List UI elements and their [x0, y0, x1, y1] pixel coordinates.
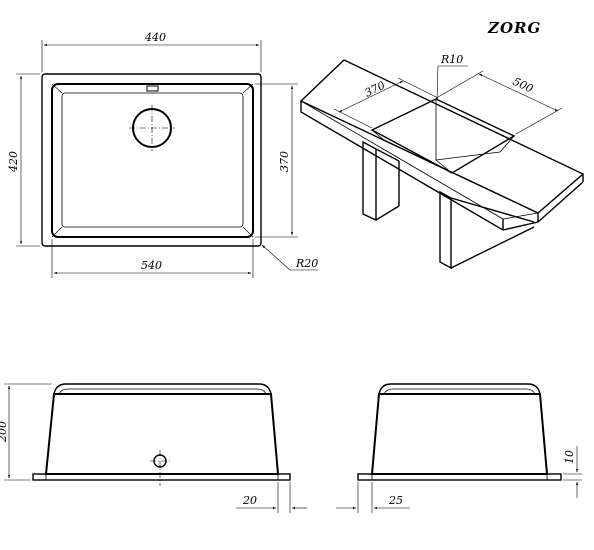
dim-front-height-200: 200 [0, 421, 9, 443]
overflow-slot [146, 85, 159, 92]
dim-side-flange-25: 25 [388, 494, 403, 507]
dim-iso-corner-radius-r10: R10 [440, 53, 463, 66]
iso-view: 370 500 R10 [299, 53, 585, 270]
dim-right-height-370: 370 [278, 151, 291, 172]
iso-leg-right [439, 190, 452, 270]
side-view: 10 25 [336, 383, 582, 513]
iso-sink-opening [370, 98, 516, 174]
top-view-outer-flange [41, 73, 262, 247]
dim-front-flange-20: 20 [242, 494, 257, 507]
top-view: 440 540 420 370 R20 [7, 31, 318, 278]
front-view-bowl [44, 393, 280, 475]
side-view-flange [357, 473, 562, 481]
dim-side-rim-10: 10 [563, 450, 576, 464]
top-view-bowl-inner [61, 92, 244, 228]
top-view-bowl-outer [51, 83, 254, 238]
dim-corner-radius-r20: R20 [295, 257, 318, 270]
dim-bottom-width-540: 540 [141, 259, 162, 272]
dim-left-height-420: 420 [7, 151, 20, 173]
dim-iso-depth-370: 370 [363, 79, 388, 100]
front-view: 200 20 [0, 383, 307, 513]
brand-title: ZORG [487, 19, 541, 37]
front-view-flange [32, 473, 291, 481]
dim-top-width-440: 440 [144, 31, 166, 44]
side-view-bowl [370, 393, 549, 475]
iso-leg-left [362, 140, 377, 222]
dim-iso-length-500: 500 [511, 75, 536, 96]
